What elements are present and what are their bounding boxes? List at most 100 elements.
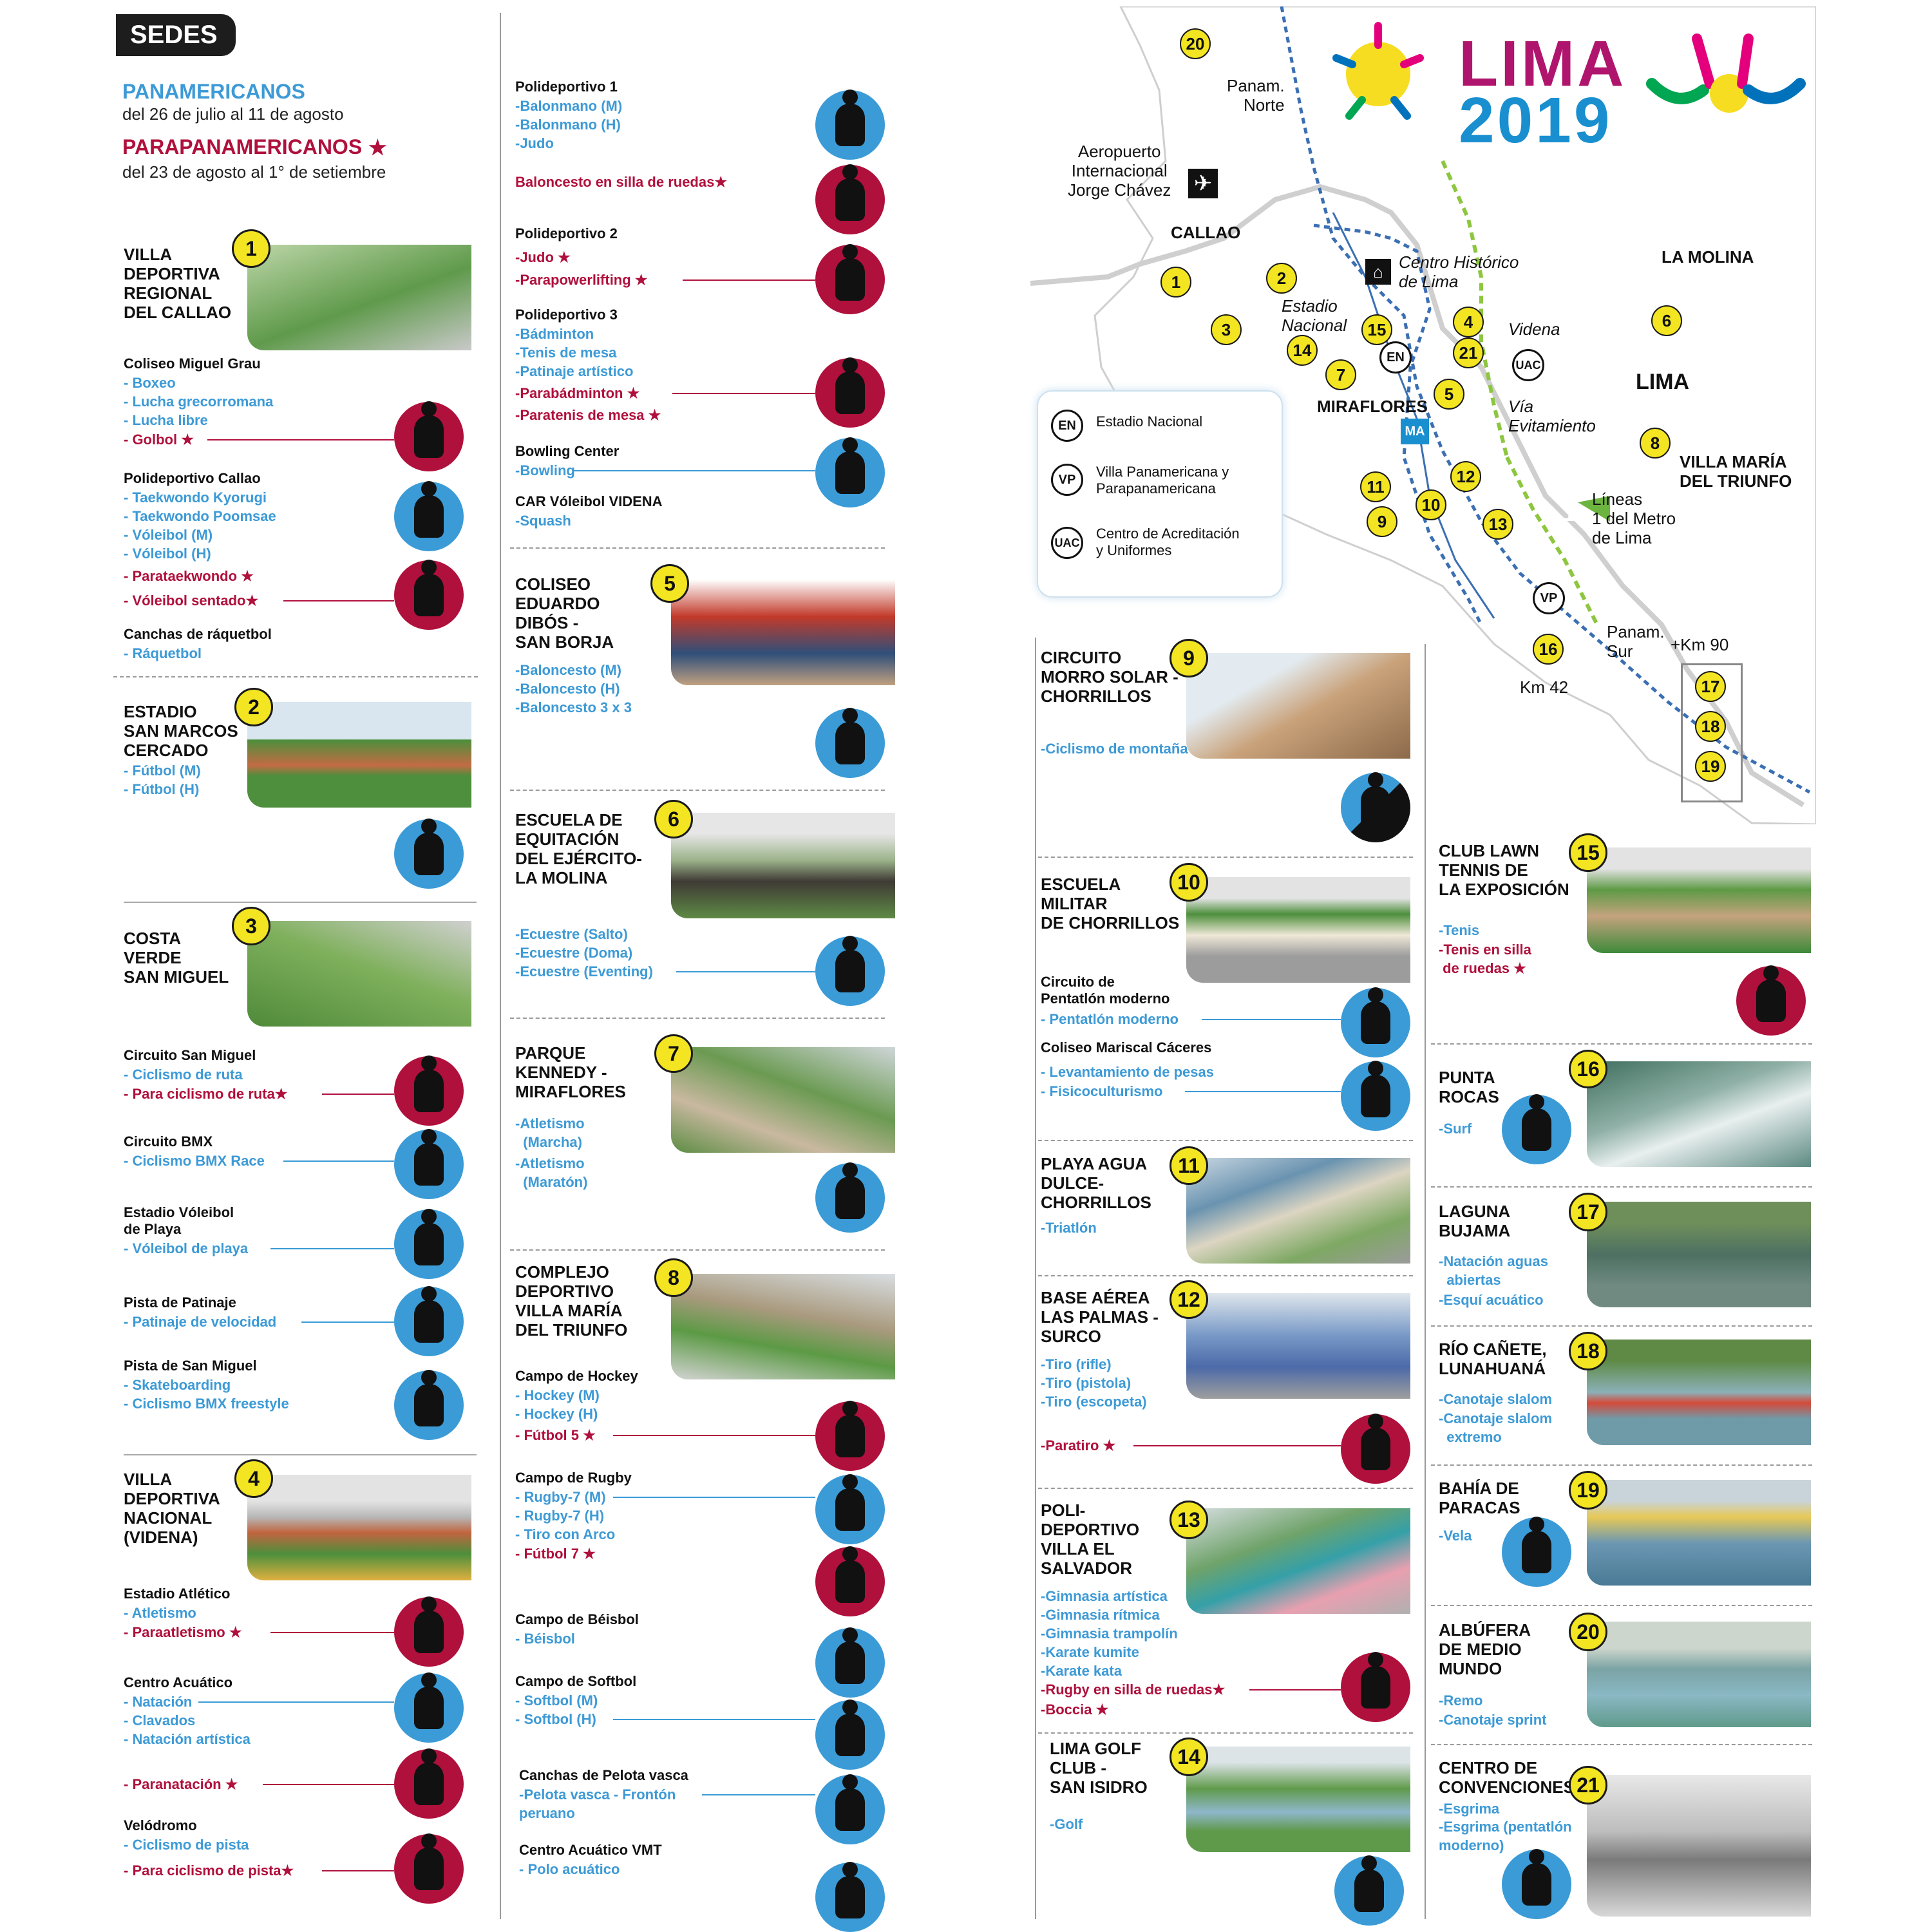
sport-esgrima-pentatlon: -Esgrima (pentatlón moderno) — [1439, 1819, 1572, 1853]
venue-title-20: ALBÚFERA DE MEDIO MUNDO — [1439, 1620, 1531, 1678]
sport-karate-kata: -Karate kata — [1041, 1663, 1122, 1679]
vela-icon — [1502, 1517, 1571, 1587]
subvenue-acuatico-vmt: Centro Acuático VMT — [519, 1842, 662, 1858]
map-marker-12: 12 — [1450, 461, 1481, 492]
subvenue-circuito-bmx: Circuito BMX — [124, 1133, 213, 1150]
sport-voleibol-m: - Vóleibol (M) — [124, 527, 213, 543]
map-label-miraflores: MIRAFLORES — [1317, 397, 1428, 416]
sport-tenis-silla: -Tenis en silla de ruedas ★ — [1439, 942, 1531, 976]
sport-ciclismo-montana: -Ciclismo de montaña — [1041, 741, 1188, 757]
connector-natacion — [198, 1701, 394, 1703]
connector-rugby — [613, 1497, 815, 1498]
sun-logo-icon — [1323, 19, 1433, 129]
parabadminton-icon — [815, 357, 885, 428]
sport-voleibol-sentado: - Vóleibol sentado★ — [124, 592, 259, 609]
bmx-race-icon — [394, 1129, 464, 1199]
rugby-silla-icon — [1341, 1652, 1410, 1722]
ciclismo-montana-icon — [1341, 772, 1410, 842]
venue-photo-15 — [1587, 848, 1811, 953]
sport-tenis: -Tenis — [1439, 922, 1480, 938]
subvenue-voleibol-playa: Estadio Vóleibol de Playa — [124, 1204, 234, 1237]
fisicoculturismo-icon — [1341, 1061, 1410, 1131]
sport-skateboarding: - Skateboarding — [124, 1377, 231, 1393]
map-label-estadio: Estadio Nacional — [1282, 296, 1347, 335]
sport-futbol-7: - Fútbol 7 ★ — [515, 1546, 596, 1562]
sport-patinaje-artistico: -Patinaje artístico — [515, 363, 634, 379]
connector-para-ciclismo-ruta — [322, 1094, 394, 1095]
venue-photo-12 — [1186, 1293, 1410, 1399]
divider — [510, 1249, 885, 1251]
venue-badge-4: 4 — [234, 1459, 273, 1498]
sport-taekwondo-poomsae: - Taekwondo Poomsae — [124, 508, 276, 524]
divider — [1431, 1464, 1812, 1466]
map-marker-9: 9 — [1367, 506, 1397, 537]
map-label-centro: Centro Histórico de Lima — [1399, 252, 1519, 291]
venue-badge-14: 14 — [1170, 1738, 1208, 1776]
sport-golf: -Golf — [1050, 1816, 1083, 1832]
subvenue-circuito-san-miguel: Circuito San Miguel — [124, 1047, 256, 1063]
connector-fisicoculturismo — [1185, 1091, 1341, 1092]
subvenue-campo-rugby: Campo de Rugby — [515, 1470, 632, 1486]
map-marker-uac: UAC — [1512, 349, 1544, 381]
map-marker-8: 8 — [1640, 428, 1671, 459]
sport-para-ciclismo-ruta: - Para ciclismo de ruta★ — [124, 1086, 288, 1102]
sport-pentatlon-moderno: - Pentatlón moderno — [1041, 1011, 1179, 1027]
map-marker-21: 21 — [1453, 337, 1484, 368]
venue-photo-21 — [1587, 1775, 1811, 1917]
subvenue-polideportivo-callao: Polideportivo Callao — [124, 470, 261, 486]
sport-ecuestre-eventing: -Ecuestre (Eventing) — [515, 963, 653, 980]
divider — [1038, 857, 1413, 858]
connector-voleibol-playa — [270, 1248, 394, 1249]
connector-bowling — [573, 470, 815, 471]
sport-canotaje-slalom: -Canotaje slalom — [1439, 1391, 1553, 1407]
sport-paratiro: -Paratiro ★ — [1041, 1437, 1116, 1454]
sport-canotaje-sprint: -Canotaje sprint — [1439, 1712, 1547, 1728]
sport-futbol-h: - Fútbol (H) — [124, 781, 200, 797]
balonmano-icon — [815, 90, 885, 160]
sport-gimnasia-trampolin: -Gimnasia trampolín — [1041, 1625, 1178, 1642]
sport-ciclismo-pista: - Ciclismo de pista — [124, 1837, 249, 1853]
divider — [1431, 1605, 1812, 1606]
map-marker-4: 4 — [1453, 307, 1484, 337]
connector-voleibol-sentado — [283, 600, 394, 601]
sport-tiro-pistola: -Tiro (pistola) — [1041, 1375, 1132, 1391]
sport-badminton: -Bádminton — [515, 326, 594, 342]
venue-badge-13: 13 — [1170, 1501, 1208, 1539]
venue-badge-19: 19 — [1569, 1471, 1607, 1510]
venue-photo-2 — [247, 702, 471, 808]
sport-raquetbol: - Ráquetbol — [124, 645, 202, 661]
venue-badge-20: 20 — [1569, 1613, 1607, 1651]
subvenue-mariscal-caceres: Coliseo Mariscal Cáceres — [1041, 1039, 1212, 1056]
legend-en-icon: EN — [1051, 410, 1083, 442]
legend-panamericanos: PANAMERICANOS — [122, 80, 305, 103]
sport-atletismo-maraton: -Atletismo (Maratón) — [515, 1155, 588, 1190]
subvenue-raquetbol: Canchas de ráquetbol — [124, 626, 272, 642]
map-marker-3: 3 — [1211, 314, 1242, 345]
legend-uac-icon: UAC — [1051, 527, 1083, 559]
venue-photo-14 — [1186, 1747, 1410, 1852]
airport-icon: ✈ — [1188, 169, 1218, 198]
sport-ciclismo-bmx-race: - Ciclismo BMX Race — [124, 1153, 265, 1169]
sport-lucha-libre: - Lucha libre — [124, 412, 208, 428]
sport-golbol: - Golbol ★ — [124, 431, 194, 448]
baloncesto-icon — [815, 708, 885, 778]
voleibol-playa-icon — [394, 1209, 464, 1279]
metro-line-number: 1 — [1562, 496, 1578, 527]
subvenue-polideportivo-2: Polideportivo 2 — [515, 225, 618, 242]
map-marker-18: 18 — [1695, 711, 1726, 742]
sport-paratenis-mesa: -Paratenis de mesa ★ — [515, 407, 661, 423]
divider — [1038, 1140, 1413, 1141]
venue-title-1: VILLA DEPORTIVA REGIONAL DEL CALLAO — [124, 245, 232, 322]
map-marker-13: 13 — [1482, 509, 1513, 540]
map-marker-20: 20 — [1180, 28, 1211, 59]
map-marker-6: 6 — [1651, 305, 1682, 336]
futbol-icon — [394, 819, 464, 889]
sport-para-ciclismo-pista: - Para ciclismo de pista★ — [124, 1862, 294, 1879]
legend-vp-icon: VP — [1051, 464, 1083, 496]
map-label-panam-norte: Panam. Norte — [1227, 76, 1285, 115]
venue-photo-1 — [247, 245, 471, 350]
map-marker-10: 10 — [1416, 489, 1446, 520]
venue-photo-20 — [1587, 1622, 1811, 1727]
legend-para-dates: del 23 de agosto al 1° de setiembre — [122, 162, 386, 182]
venue-title-11: PLAYA AGUA DULCE- CHORRILLOS — [1041, 1154, 1151, 1212]
